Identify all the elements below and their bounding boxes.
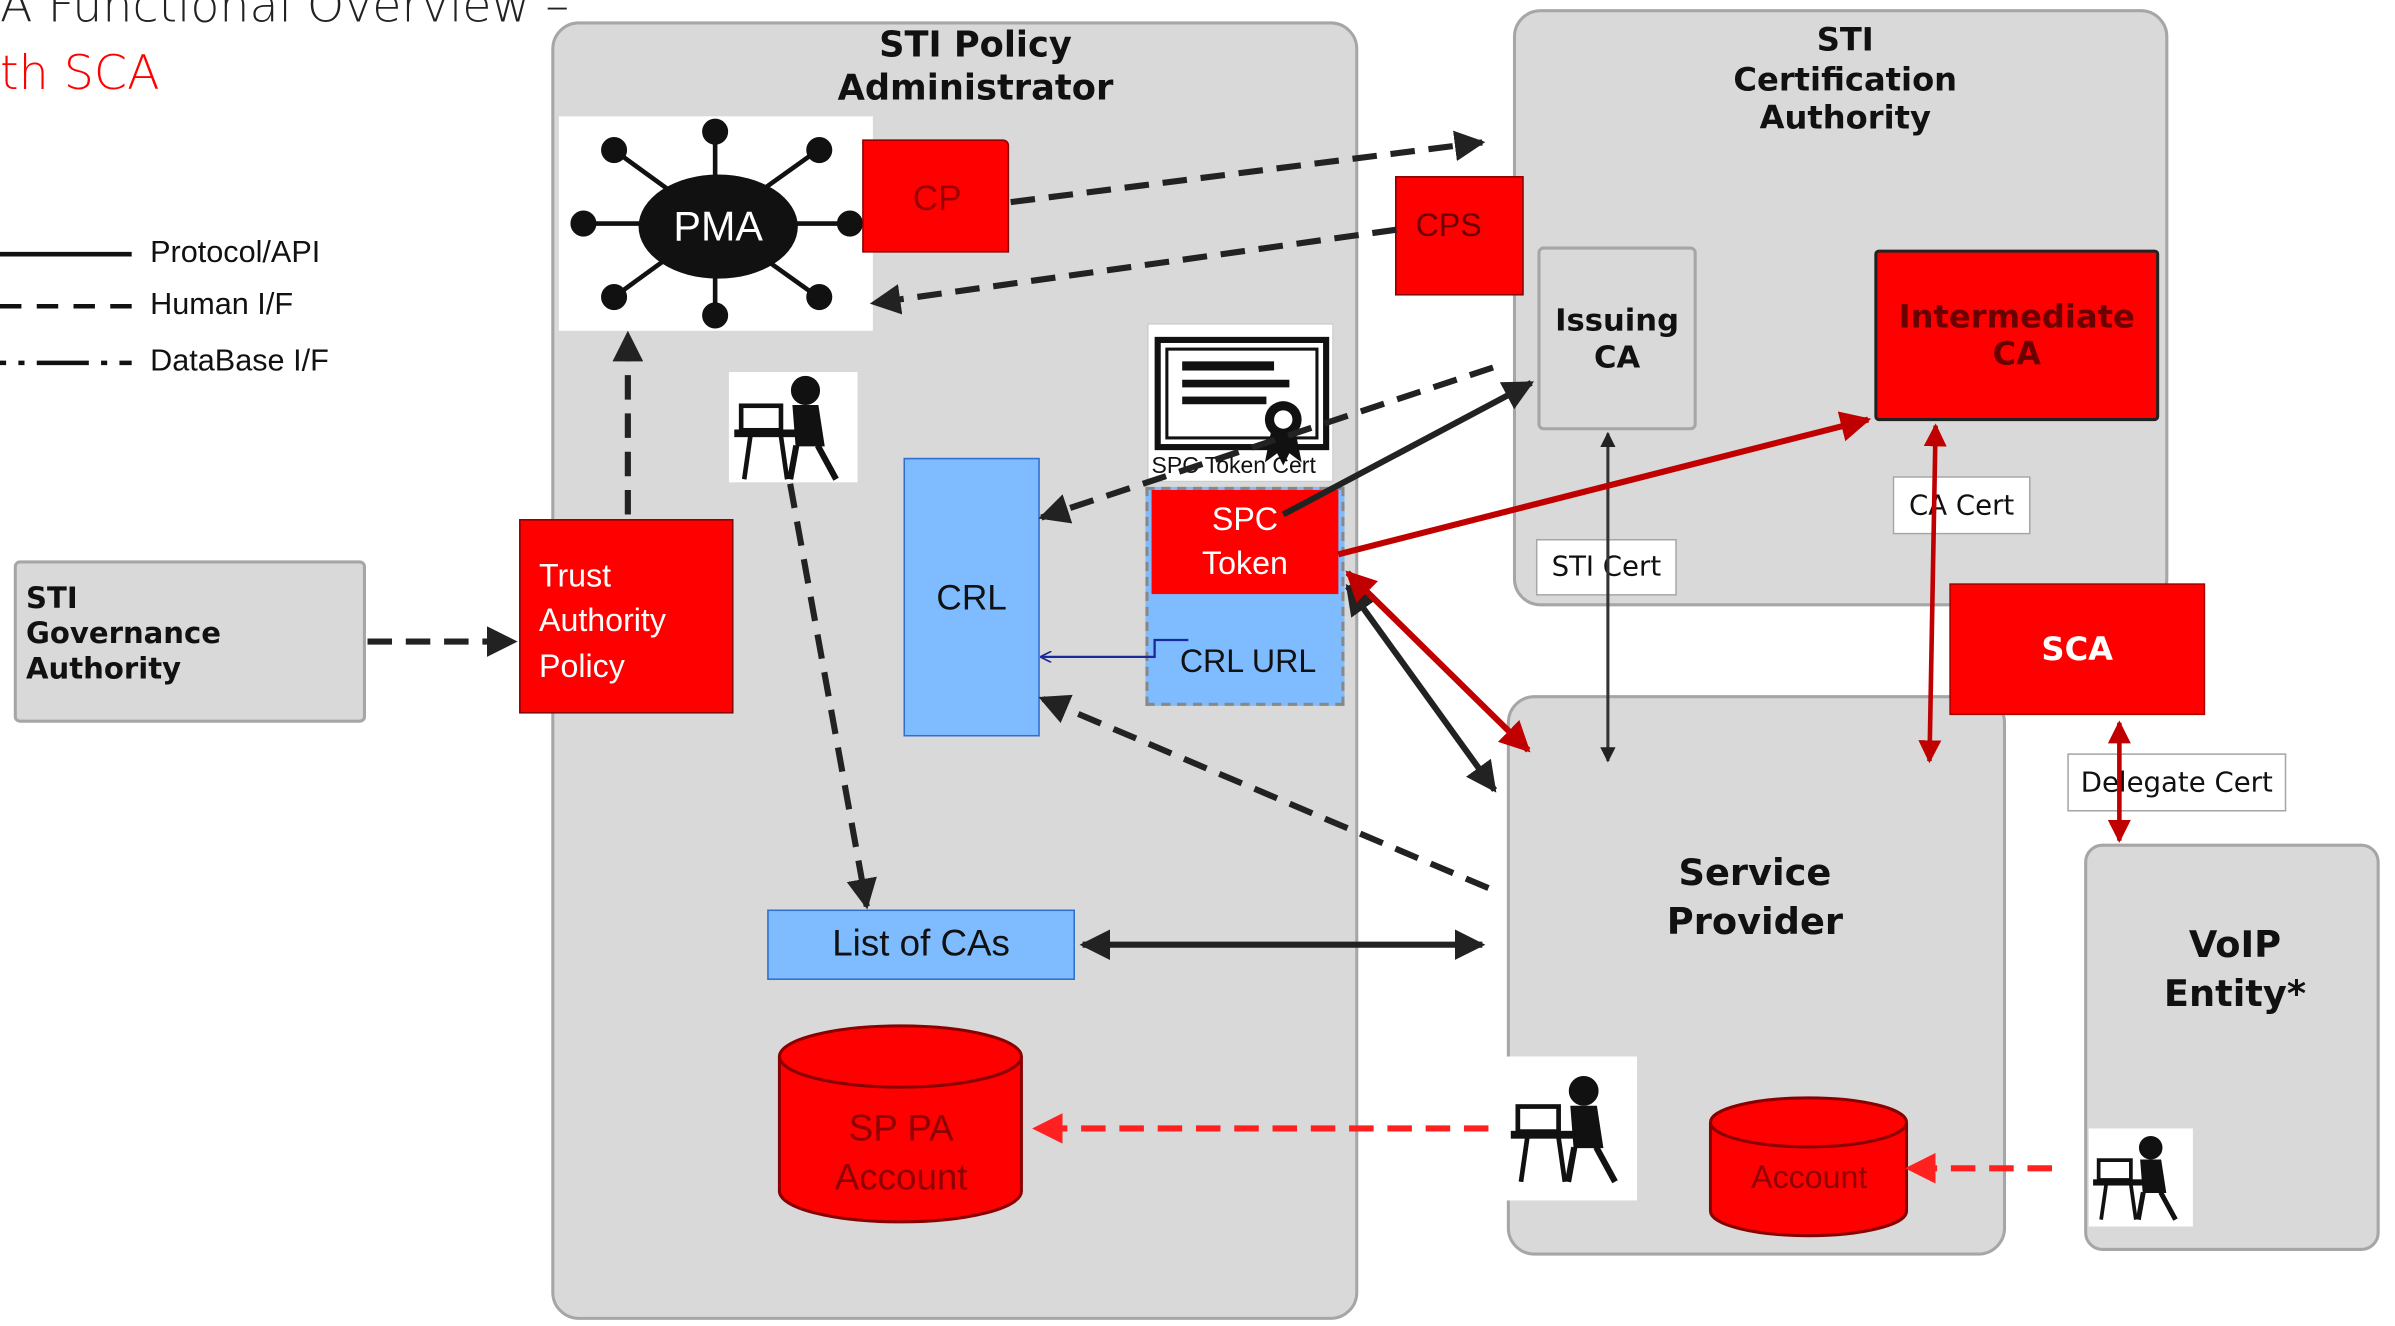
page-title: A Functional Overview – th SCA [0, 0, 643, 107]
certificate-icon: SPC Token Cert [1146, 323, 1334, 483]
issuing-ca-box[interactable]: Issuing CA [1537, 246, 1697, 431]
title-line-1: A Functional Overview – [0, 0, 570, 34]
intermediate-ca-box[interactable]: Intermediate CA [1874, 249, 2160, 422]
governance-authority-panel: STI Governance Authority [13, 560, 366, 723]
ca-cert-label: CA Cert [1892, 476, 2031, 535]
crl-box[interactable]: CRL [903, 457, 1040, 737]
delegate-cert-label: Delegate Cert [2067, 753, 2287, 812]
person-at-computer-drawing-3 [2093, 1135, 2178, 1221]
account-cylinder[interactable] [1707, 1095, 1911, 1239]
certification-authority-title: STI Certification Authority [1733, 21, 1958, 137]
policy-administrator-title: STI Policy Administrator [837, 26, 1114, 109]
legend-line-samples [0, 251, 132, 366]
cp-label: CP [912, 176, 962, 217]
person-at-computer-icon [1505, 1056, 1637, 1201]
legend-label-human: Human I/F [150, 287, 294, 322]
service-provider-title: Service Provider [1666, 851, 1844, 944]
person-at-computer-drawing-2 [1510, 1075, 1618, 1184]
spc-token-cert-label: SPC Token Cert [1151, 453, 1316, 480]
token-sp-arrow [1345, 583, 1498, 793]
legend-label-protocol: Protocol/API [150, 235, 321, 270]
sti-cert-label: STI Cert [1535, 538, 1677, 596]
pma-label: PMA [673, 202, 763, 249]
pma-image: PMA [558, 116, 873, 331]
trust-authority-policy-label: Trust Authority Policy [539, 558, 666, 685]
cps-label: CPS [1415, 208, 1482, 244]
list-of-cas-box[interactable]: List of CAs [767, 909, 1075, 980]
voip-entity-title: VoIP Entity* [2163, 923, 2307, 1016]
cps-scroll[interactable]: CPS [1395, 176, 1524, 296]
legend: Protocol/API Human I/F DataBase I/F [0, 230, 398, 398]
token-sp-red-arrow [1345, 570, 1531, 753]
title-line-2: th SCA [0, 45, 160, 102]
cp-scroll[interactable]: CP [862, 139, 1010, 253]
account-label: Account [1751, 1160, 1868, 1196]
person-at-computer-icon [2088, 1128, 2193, 1227]
sp-pa-account-cylinder[interactable] [776, 1023, 1026, 1228]
spc-token-box: SPC Token [1151, 489, 1339, 595]
crl-url-label: CRL URL [1179, 644, 1317, 680]
governance-authority-title: STI Governance Authority [26, 581, 222, 687]
sp-pa-account-label: SP PA Account [834, 1107, 968, 1199]
sca-box[interactable]: SCA [1949, 583, 2206, 716]
person-at-computer-drawing-1 [734, 375, 839, 481]
pma-roundtable-drawing [570, 118, 863, 329]
spc-token-stack[interactable]: SPC Token CRL URL [1145, 486, 1345, 706]
trust-authority-policy-scroll[interactable]: Trust Authority Policy [519, 519, 734, 714]
person-at-computer-icon [728, 372, 858, 483]
legend-label-database: DataBase I/F [150, 344, 329, 379]
